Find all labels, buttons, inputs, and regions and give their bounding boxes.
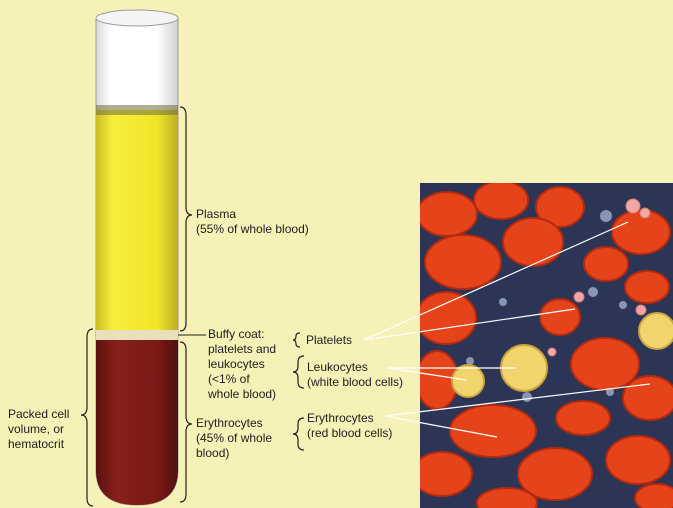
- erythrocytes-photo-label: Erythrocytes (red blood cells): [307, 411, 392, 441]
- platelets-brace: [293, 333, 300, 347]
- erythrocytes-brace: [293, 418, 304, 450]
- packed-cell-bracket: [81, 329, 93, 506]
- erythrocytes-tube-label: Erythrocytes (45% of whole blood): [196, 416, 272, 461]
- packed-cells-layer: [96, 340, 178, 508]
- micrograph-photo: [412, 181, 673, 508]
- leukocytes-label: Leukocytes (white blood cells): [307, 360, 403, 390]
- buffy-coat-label: Buffy coat: platelets and leukocytes (<1…: [208, 327, 276, 402]
- plasma-bracket: [180, 107, 192, 331]
- buffy-coat-layer: [96, 330, 178, 340]
- platelets-label: Platelets: [306, 333, 352, 348]
- packed-cell-volume-label: Packed cell volume, or hematocrit: [8, 407, 69, 452]
- plasma-layer: [96, 110, 178, 332]
- leukocytes-brace: [293, 356, 304, 388]
- plasma-label: Plasma (55% of whole blood): [196, 207, 309, 237]
- test-tube: [96, 10, 178, 508]
- erythrocytes-bracket: [180, 342, 192, 502]
